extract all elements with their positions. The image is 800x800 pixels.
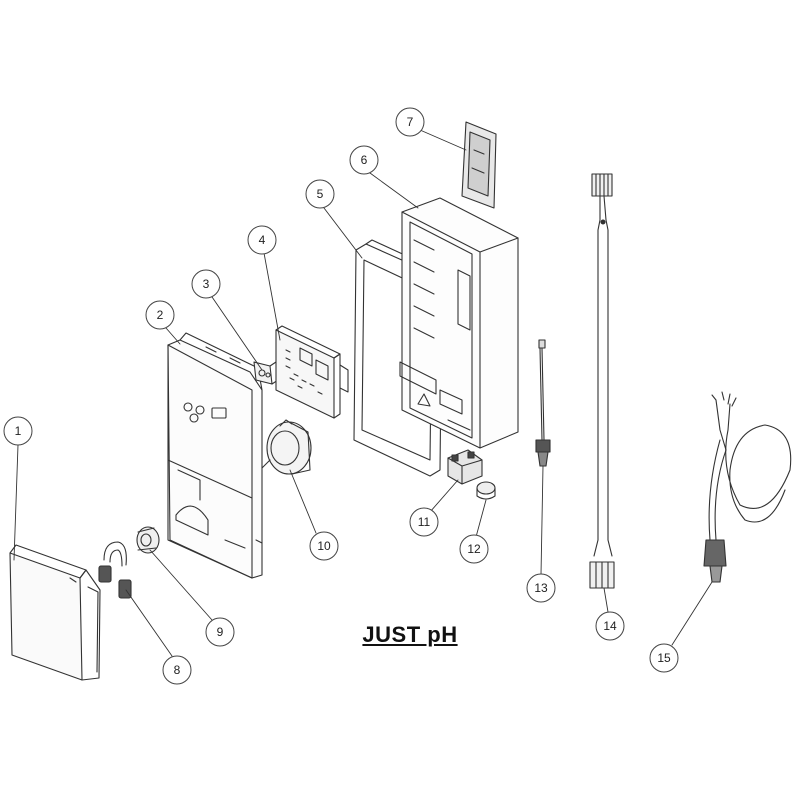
- callout-4: 4: [247, 225, 277, 255]
- callout-5-label: 5: [317, 187, 324, 201]
- part-11-relay: [447, 449, 483, 485]
- callout-1: 1: [3, 416, 33, 446]
- callout-14: 14: [595, 611, 625, 641]
- callout-3-label: 3: [203, 277, 210, 291]
- callout-13-label: 13: [534, 581, 548, 595]
- callout-12: 12: [459, 534, 489, 564]
- callout-8: 8: [162, 655, 192, 685]
- callout-13: 13: [526, 573, 556, 603]
- callout-9-label: 9: [217, 625, 224, 639]
- callout-5: 5: [305, 179, 335, 209]
- part-2-front-housing: [167, 332, 263, 579]
- callout-14-label: 14: [603, 619, 617, 633]
- callout-2-label: 2: [157, 308, 164, 322]
- callout-10-label: 10: [317, 539, 331, 553]
- callout-3: 3: [191, 269, 221, 299]
- callout-15: 15: [649, 643, 679, 673]
- callout-10: 10: [309, 531, 339, 561]
- callout-7-label: 7: [407, 115, 414, 129]
- callout-6: 6: [349, 145, 379, 175]
- callout-6-label: 6: [361, 153, 368, 167]
- callout-7: 7: [395, 107, 425, 137]
- part-13-probe-wire: [535, 339, 551, 467]
- part-15-power-cord: [703, 391, 792, 583]
- callouts: 1 2 3 4 5 6 7 8 9 10 11 12 13 14 15: [3, 107, 679, 685]
- part-9-nut: [136, 526, 160, 554]
- callout-1-label: 1: [15, 424, 22, 438]
- part-7-bracket: [461, 121, 497, 209]
- diagram-title: JUST pH: [362, 622, 458, 647]
- part-3-switch: [253, 361, 279, 385]
- callout-12-label: 12: [467, 542, 481, 556]
- part-14-cable: [589, 173, 615, 589]
- callout-11-label: 11: [418, 515, 431, 529]
- callout-2: 2: [145, 300, 175, 330]
- part-12-plug: [476, 481, 496, 500]
- part-1-front-cover: [9, 544, 101, 681]
- part-6-enclosure: [399, 197, 519, 449]
- callout-4-label: 4: [259, 233, 266, 247]
- callout-15-label: 15: [657, 651, 671, 665]
- callout-11: 11: [409, 507, 439, 537]
- callout-9: 9: [205, 617, 235, 647]
- callout-8-label: 8: [174, 663, 181, 677]
- part-4-circuit-board: [275, 325, 349, 419]
- part-10-motor: [261, 419, 312, 475]
- leader-lines: [13, 129, 713, 657]
